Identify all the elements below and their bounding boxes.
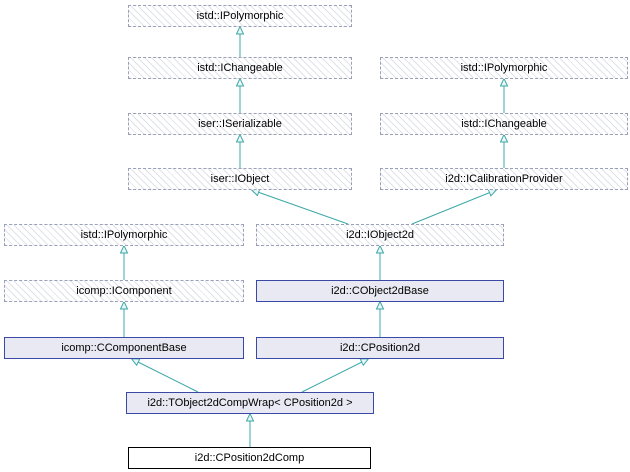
class-node-istd-ipolymorphic-1[interactable]: istd::IPolymorphic	[128, 5, 352, 27]
class-node-iser-iserializable[interactable]: iser::ISerializable	[128, 113, 352, 135]
class-node-icomp-icomponent[interactable]: icomp::IComponent	[4, 280, 244, 302]
class-node-istd-ipolymorphic-3[interactable]: istd::IPolymorphic	[4, 224, 244, 246]
class-node-i2d-cposition2dcomp: i2d::CPosition2dComp	[128, 447, 371, 469]
class-node-i2d-cobject2dbase[interactable]: i2d::CObject2dBase	[256, 280, 504, 302]
class-node-icomp-ccomponentbase[interactable]: icomp::CComponentBase	[4, 337, 244, 359]
class-node-i2d-iobject2d[interactable]: i2d::IObject2d	[256, 224, 504, 246]
class-node-iser-iobject[interactable]: iser::IObject	[128, 168, 352, 190]
class-node-i2d-icalibrationprovider[interactable]: i2d::ICalibrationProvider	[380, 168, 628, 190]
class-node-istd-ipolymorphic-2[interactable]: istd::IPolymorphic	[380, 57, 628, 79]
class-node-i2d-tobject2dcompwrap[interactable]: i2d::TObject2dCompWrap< CPosition2d >	[126, 392, 374, 414]
class-node-i2d-cposition2d[interactable]: i2d::CPosition2d	[256, 337, 504, 359]
class-node-istd-ichangeable-2[interactable]: istd::IChangeable	[380, 113, 628, 135]
class-node-istd-ichangeable-1[interactable]: istd::IChangeable	[128, 57, 352, 79]
